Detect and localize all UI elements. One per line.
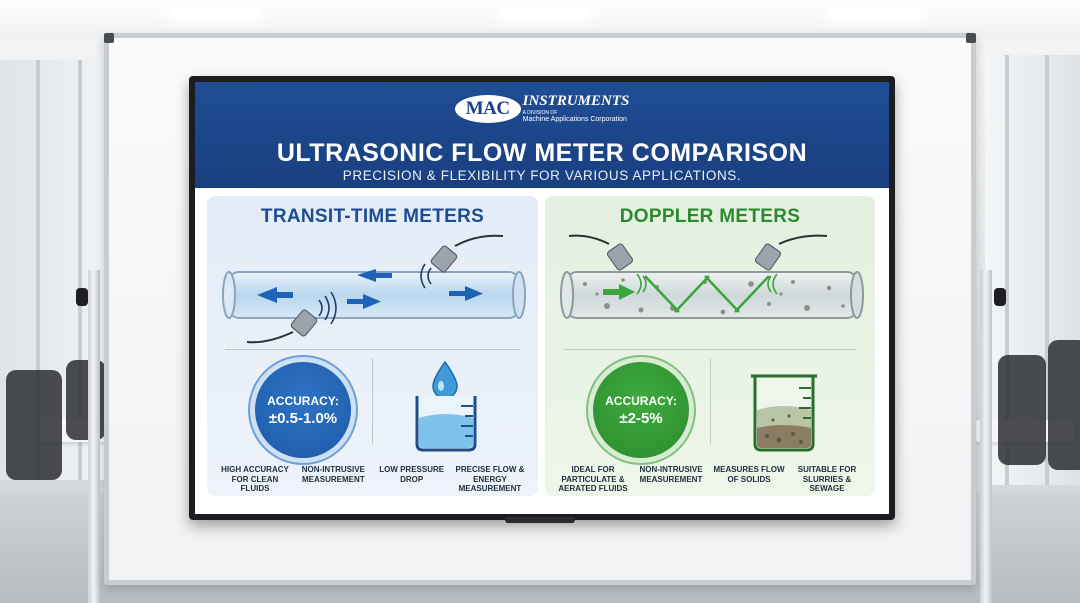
office-chair xyxy=(1048,340,1080,470)
ultrasonic-wave-icon xyxy=(636,273,778,295)
board-corner xyxy=(966,33,976,43)
transducer-right-icon xyxy=(754,234,828,271)
office-chair xyxy=(66,360,106,440)
doppler-panel: DOPPLER METERS xyxy=(545,196,875,496)
logo-name: INSTRUMENTS xyxy=(522,93,630,109)
office-chair xyxy=(998,355,1046,465)
monitor-foot xyxy=(505,517,575,523)
page-title: ULTRASONIC FLOW METER COMPARISON xyxy=(276,139,808,167)
ceiling-light xyxy=(500,8,590,18)
ceiling-light xyxy=(170,8,260,18)
reflected-signal-icon xyxy=(644,275,770,313)
stand-knob[interactable] xyxy=(76,288,88,306)
feature-item: IDEAL FOR PARTICULATE & AERATED FLUIDS xyxy=(558,465,628,493)
flow-arrow-right-icon xyxy=(347,294,381,309)
sediment-beaker-icon xyxy=(751,374,817,452)
transit-time-panel: TRANSIT-TIME METERS xyxy=(207,196,538,496)
divider xyxy=(225,349,520,350)
logo-oval: MAC xyxy=(454,95,521,123)
accuracy-value: ±2-5% xyxy=(619,409,663,427)
flow-arrow-left-icon xyxy=(357,269,392,282)
water-drop-beaker-icon xyxy=(415,360,477,452)
logo-mark: MAC xyxy=(465,98,510,119)
transducer-top-icon xyxy=(430,234,504,273)
accuracy-badge: ACCURACY: ±2-5% xyxy=(593,362,689,458)
logo-division: A DIVISION OF xyxy=(522,110,558,116)
feature-item: MEASURES FLOW OF SOLIDS xyxy=(713,465,785,484)
board-stand-right xyxy=(980,270,992,603)
ceiling-light xyxy=(830,8,920,18)
monitor-screen: MAC INSTRUMENTS A DIVISION OF Machine Ap… xyxy=(195,82,889,514)
feature-item: NON-INTRUSIVE MEASUREMENT xyxy=(301,465,365,484)
transit-pipe-illustration xyxy=(222,234,526,344)
company-logo: MAC INSTRUMENTS A DIVISION OF Machine Ap… xyxy=(195,92,889,126)
accuracy-label: ACCURACY: xyxy=(605,393,677,408)
panel-title: TRANSIT-TIME METERS xyxy=(260,206,485,227)
accuracy-badge: ACCURACY: ±0.5-1.0% xyxy=(255,362,351,458)
stand-knob[interactable] xyxy=(994,288,1006,306)
feature-item: SUITABLE FOR SLURRIES & SEWAGE xyxy=(797,465,857,493)
feature-list: IDEAL FOR PARTICULATE & AERATED FLUIDS N… xyxy=(555,465,865,494)
transducer-bottom-icon xyxy=(246,309,318,344)
divider xyxy=(563,349,857,350)
logo-parent: Machine Applications Corporation xyxy=(522,116,627,123)
page-subtitle: PRECISION & FLEXIBILITY FOR VARIOUS APPL… xyxy=(342,168,742,183)
panel-title: DOPPLER METERS xyxy=(619,206,801,227)
feature-item: PRECISE FLOW & ENERGY MEASUREMENT xyxy=(455,465,525,493)
flow-arrow-right-icon xyxy=(603,284,635,300)
feature-item: NON-INTRUSIVE MEASUREMENT xyxy=(639,465,703,484)
divider xyxy=(710,358,711,444)
feature-list: HIGH ACCURACY FOR CLEAN FLUIDS NON-INTRU… xyxy=(217,465,528,494)
feature-item: HIGH ACCURACY FOR CLEAN FLUIDS xyxy=(221,465,289,493)
ultrasonic-wave-icon xyxy=(318,263,432,325)
flow-arrow-left-icon xyxy=(257,287,293,303)
office-chair xyxy=(6,370,62,480)
particles xyxy=(583,278,845,315)
infographic-header: MAC INSTRUMENTS A DIVISION OF Machine Ap… xyxy=(195,82,889,188)
board-corner xyxy=(104,33,114,43)
doppler-pipe-illustration xyxy=(560,234,864,319)
flow-arrow-right-icon xyxy=(449,286,483,301)
accuracy-label: ACCURACY: xyxy=(267,393,339,408)
board-stand-left xyxy=(88,270,100,603)
divider xyxy=(372,358,373,444)
accuracy-value: ±0.5-1.0% xyxy=(268,409,338,427)
monitor: MAC INSTRUMENTS A DIVISION OF Machine Ap… xyxy=(189,76,895,520)
transducer-left-icon xyxy=(568,234,634,271)
feature-item: LOW PRESSURE DROP xyxy=(379,465,445,484)
